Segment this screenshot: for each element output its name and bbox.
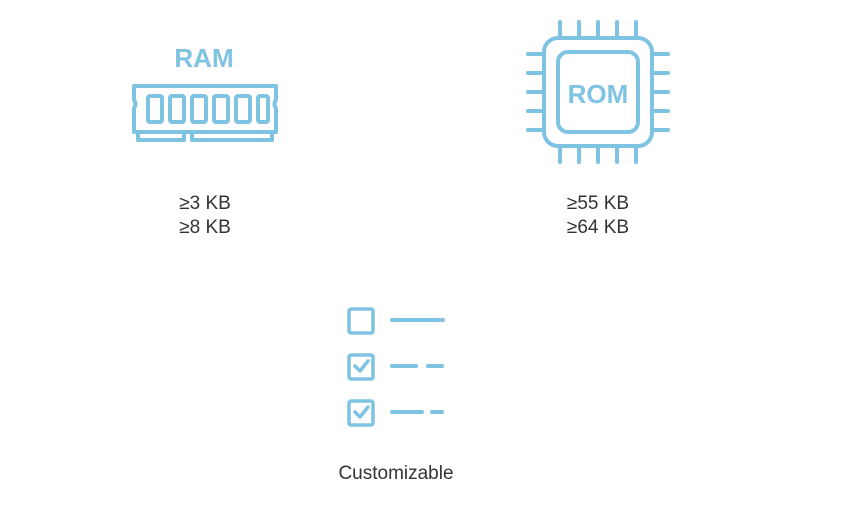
customizable-label: Customizable (338, 463, 454, 484)
ram-module-icon: RAM (132, 43, 278, 142)
ram-size-rec: ≥8 KB (179, 217, 231, 238)
checkbox-unchecked-icon (347, 307, 375, 335)
checklist-icon (347, 307, 445, 427)
rom-size-min: ≥55 KB (566, 193, 630, 214)
ram-size-min: ≥3 KB (179, 193, 231, 214)
rom-label: ROM (568, 79, 629, 109)
checkbox-checked-icon (347, 353, 375, 381)
checkbox-checked-icon (347, 399, 375, 427)
chip-icon: ROM (526, 20, 670, 164)
ram-label: RAM (174, 43, 233, 73)
rom-size-rec: ≥64 KB (566, 217, 630, 238)
